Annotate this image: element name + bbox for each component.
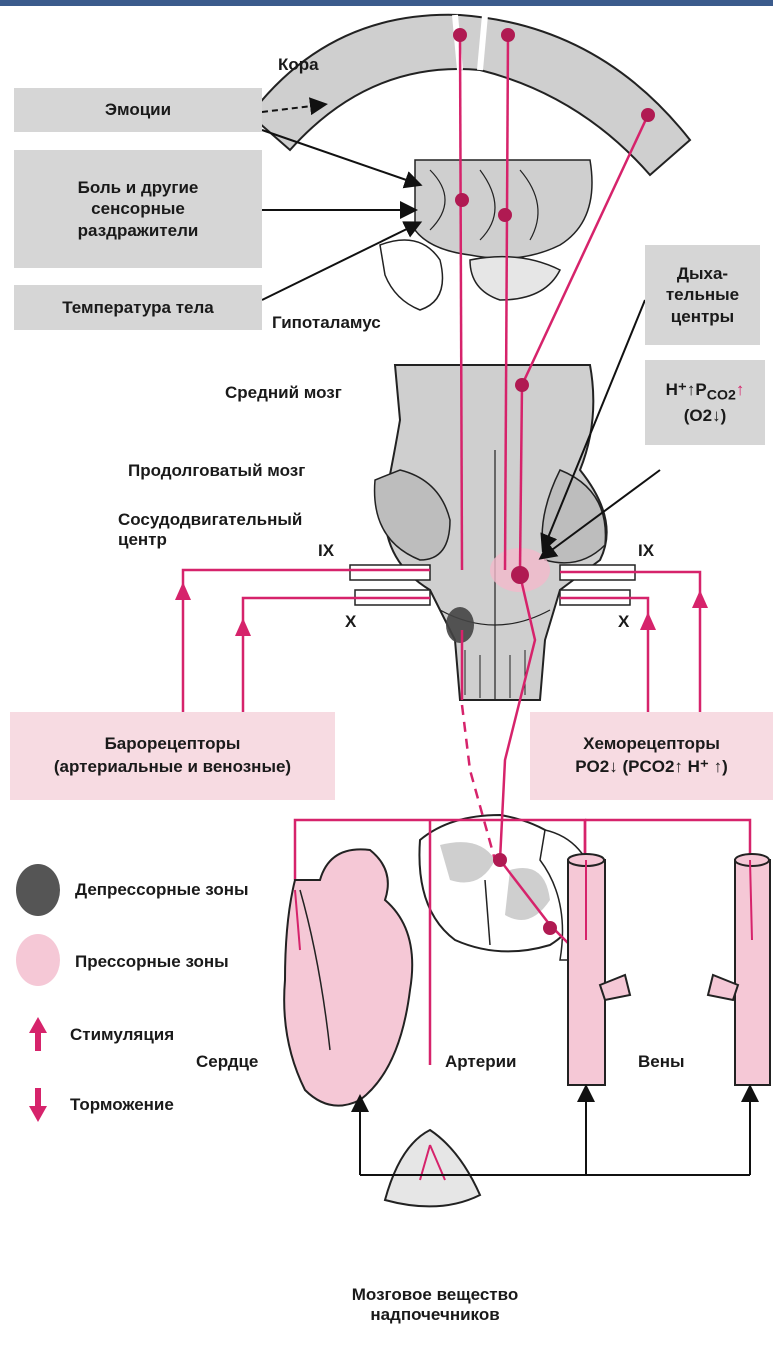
heart-label: Сердце (196, 1052, 258, 1072)
medulla-label: Продолговатый мозг (128, 461, 305, 481)
chem-small-line2: (O2↓) (684, 405, 727, 426)
adrenal-shape (385, 1130, 480, 1206)
nerve-x-right: X (618, 612, 629, 632)
chem-small-line1: H⁺↑PCO2↑ (666, 379, 745, 405)
chem-small-box: H⁺↑PCO2↑ (O2↓) (645, 360, 765, 445)
nerve-ix-left: IX (318, 541, 334, 561)
hypothalamus-label: Гипоталамус (272, 313, 381, 333)
midbrain-label: Средний мозг (225, 383, 342, 403)
veins-label: Вены (638, 1052, 685, 1072)
legend-depressor-swatch (16, 864, 60, 916)
temperature-box: Температура тела (14, 285, 262, 330)
legend-stimulation-arrow (29, 1017, 47, 1051)
chemoreceptors-title: Хеморецепторы (583, 733, 720, 756)
baroreceptors-subtitle: (артериальные и венозные) (54, 756, 291, 779)
legend-inhibition-label: Торможение (70, 1095, 174, 1115)
nerve-ix-right: IX (638, 541, 654, 561)
vein-shapes (568, 854, 770, 1085)
nerve-x-left: X (345, 612, 356, 632)
chemoreceptors-box: Хеморецепторы PO2↓ (PCO2↑ H⁺ ↑) (530, 712, 773, 800)
pain-box: Боль и другие сенсорные раздражители (14, 150, 262, 268)
cortex-label: Кора (278, 55, 319, 75)
baroreceptors-box: Барорецепторы (артериальные и венозные) (10, 712, 335, 800)
adrenal-label: Мозговое вещество надпочечников (320, 1285, 550, 1326)
chemoreceptors-formula: PO2↓ (PCO2↑ H⁺ ↑) (575, 756, 728, 779)
arteries-label: Артерии (445, 1052, 517, 1072)
baroreceptors-title: Барорецепторы (105, 733, 241, 756)
legend-pressor-swatch (16, 934, 60, 986)
legend-depressor-label: Депрессорные зоны (75, 880, 249, 900)
legend-inhibition-arrow (29, 1088, 47, 1122)
legend-stimulation-label: Стимуляция (70, 1025, 174, 1045)
legend-pressor-label: Прессорные зоны (75, 952, 229, 972)
respiratory-box: Дыха- тельные центры (645, 245, 760, 345)
cortex-shape (250, 15, 690, 175)
vasomotor-label: Сосудодвигательный центр (118, 510, 302, 551)
heart-shape (284, 849, 412, 1105)
emotions-box: Эмоции (14, 88, 262, 132)
